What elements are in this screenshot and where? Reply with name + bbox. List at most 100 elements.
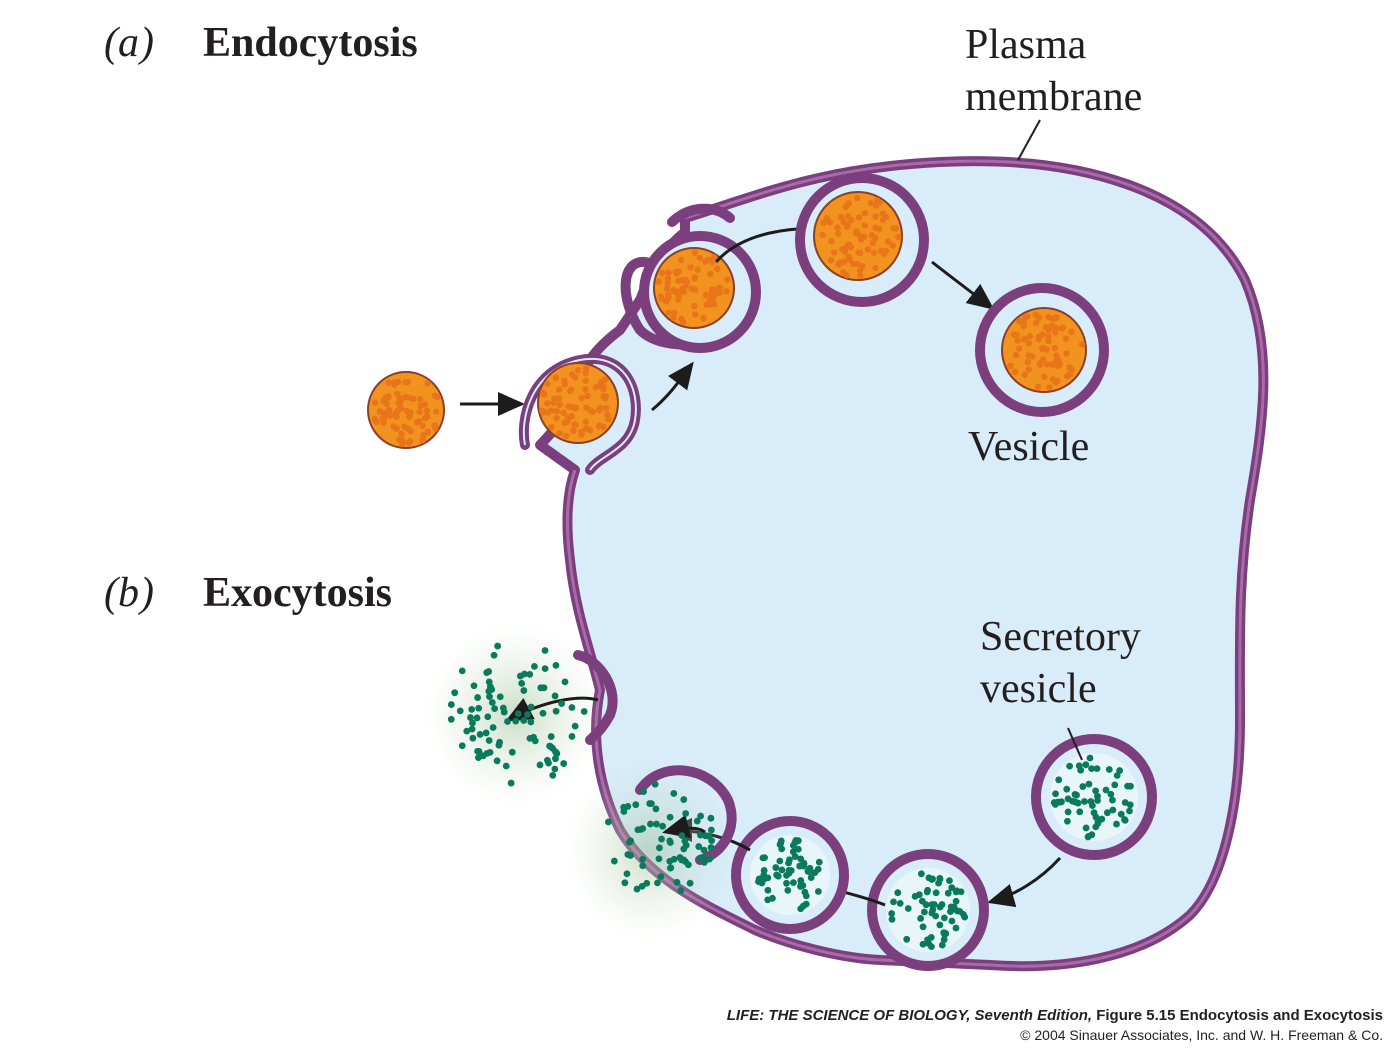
texture-dot bbox=[710, 299, 717, 307]
texture-dot bbox=[857, 272, 864, 279]
texture-dot bbox=[695, 843, 703, 850]
texture-dot bbox=[707, 844, 715, 851]
texture-dot bbox=[383, 400, 391, 408]
texture-dot bbox=[841, 258, 848, 265]
texture-dot bbox=[406, 438, 414, 445]
texture-dot bbox=[1107, 790, 1115, 798]
texture-dot bbox=[504, 718, 511, 725]
texture-dot bbox=[1052, 329, 1059, 336]
texture-dot bbox=[948, 884, 956, 892]
texture-dot bbox=[520, 717, 528, 724]
texture-dot bbox=[666, 837, 674, 845]
texture-dot bbox=[759, 854, 767, 862]
texture-dot bbox=[536, 761, 544, 769]
texture-dot bbox=[697, 831, 704, 839]
texture-dot bbox=[406, 394, 413, 401]
texture-dot bbox=[1082, 761, 1090, 769]
secretory-vesicle-leader bbox=[1067, 727, 1083, 761]
texture-dot bbox=[1103, 809, 1111, 817]
texture-dot bbox=[539, 709, 547, 717]
texture-dot bbox=[794, 845, 802, 853]
texture-dot bbox=[633, 885, 641, 893]
texture-dot bbox=[702, 258, 709, 265]
texture-dot bbox=[551, 765, 559, 773]
texture-dot bbox=[1007, 362, 1014, 370]
texture-dot bbox=[861, 222, 868, 229]
texture-dot bbox=[700, 314, 707, 322]
texture-dot bbox=[550, 399, 557, 406]
texture-dot bbox=[421, 414, 429, 422]
texture-dot bbox=[1025, 366, 1032, 373]
texture-dot bbox=[637, 825, 645, 833]
texture-dot bbox=[653, 820, 660, 828]
texture-dot bbox=[845, 253, 853, 261]
texture-dot bbox=[872, 213, 879, 220]
texture-dot bbox=[538, 407, 546, 414]
texture-dot bbox=[670, 314, 677, 322]
texture-dot bbox=[1045, 313, 1052, 321]
texture-dot bbox=[451, 689, 459, 697]
texture-dot bbox=[620, 808, 628, 815]
secretion-cloud-lower bbox=[565, 760, 735, 940]
texture-dot bbox=[571, 722, 579, 730]
texture-dot bbox=[769, 894, 776, 902]
texture-dot bbox=[776, 857, 784, 865]
texture-dot bbox=[1085, 780, 1093, 788]
texture-dot bbox=[869, 239, 877, 247]
plasma-membrane-label-line1: Plasma bbox=[965, 22, 1087, 68]
texture-dot bbox=[684, 861, 692, 869]
texture-dot bbox=[647, 800, 655, 807]
texture-dot bbox=[531, 737, 539, 745]
texture-dot bbox=[571, 421, 578, 428]
texture-dot bbox=[402, 378, 409, 386]
texture-dot bbox=[952, 924, 960, 932]
texture-dot bbox=[623, 870, 631, 878]
texture-dot bbox=[1036, 361, 1044, 368]
texture-dot bbox=[938, 941, 946, 949]
texture-dot bbox=[556, 401, 563, 408]
texture-dot bbox=[658, 835, 665, 843]
texture-dot bbox=[639, 855, 647, 863]
texture-dot bbox=[469, 734, 477, 742]
texture-dot bbox=[1032, 319, 1040, 326]
texture-dot bbox=[657, 293, 665, 300]
texture-dot bbox=[395, 399, 402, 407]
texture-dot bbox=[856, 214, 863, 221]
texture-dot bbox=[558, 700, 566, 707]
texture-dot bbox=[932, 912, 940, 920]
texture-dot bbox=[371, 399, 379, 406]
texture-dot bbox=[952, 888, 960, 896]
texture-dot bbox=[475, 704, 483, 712]
texture-dot bbox=[1013, 331, 1020, 339]
texture-dot bbox=[597, 404, 604, 412]
texture-dot bbox=[595, 422, 603, 430]
texture-dot bbox=[699, 854, 706, 862]
texture-dot bbox=[568, 386, 575, 393]
texture-dot bbox=[521, 670, 528, 678]
texture-dot bbox=[624, 803, 632, 810]
texture-dot bbox=[602, 405, 610, 412]
texture-dot bbox=[419, 422, 427, 430]
credit-book: LIFE: THE SCIENCE OF BIOLOGY, Seventh Ed… bbox=[727, 1007, 1092, 1024]
texture-dot bbox=[574, 367, 582, 374]
docking-vesicle bbox=[867, 849, 989, 971]
texture-dot bbox=[458, 667, 466, 675]
texture-dot bbox=[424, 380, 431, 387]
texture-dot bbox=[632, 801, 640, 809]
texture-dot bbox=[1088, 765, 1095, 773]
texture-dot bbox=[582, 386, 589, 393]
texture-dot bbox=[393, 413, 400, 420]
texture-dot bbox=[604, 818, 612, 826]
texture-dot bbox=[1035, 333, 1043, 340]
texture-dot bbox=[1054, 798, 1061, 806]
texture-dot bbox=[853, 194, 861, 202]
texture-dot bbox=[447, 715, 455, 723]
texture-dot bbox=[1025, 340, 1033, 347]
texture-dot bbox=[828, 238, 835, 245]
texture-dot bbox=[551, 692, 559, 700]
texture-dot bbox=[578, 394, 585, 402]
texture-dot bbox=[469, 719, 476, 727]
texture-dot bbox=[447, 701, 455, 708]
texture-dot bbox=[1026, 333, 1034, 340]
texture-dot bbox=[489, 724, 497, 731]
